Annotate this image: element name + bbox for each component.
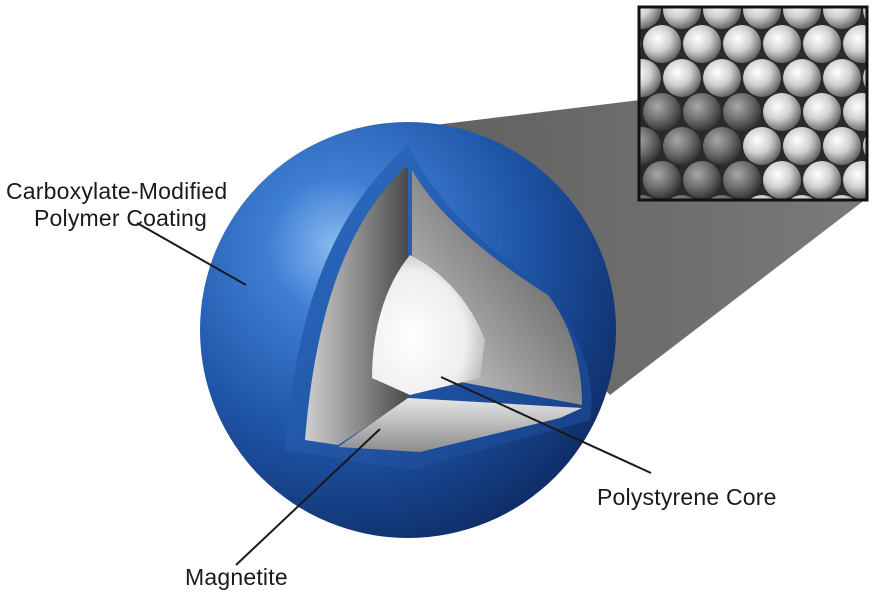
sem-bead	[803, 161, 841, 199]
sem-bead	[643, 25, 681, 63]
sem-bead	[803, 25, 841, 63]
sem-bead	[623, 59, 661, 97]
sem-bead	[583, 59, 621, 97]
sem-bead	[663, 59, 701, 97]
sem-bead	[603, 25, 641, 63]
coating-label: Carboxylate-Modified Polymer Coating	[6, 178, 227, 232]
sem-bead	[663, 127, 701, 165]
sem-bead	[703, 59, 741, 97]
sem-bead	[783, 59, 821, 97]
sem-bead	[823, 59, 861, 97]
sem-bead	[803, 93, 841, 131]
sem-bead	[643, 161, 681, 199]
sem-bead	[783, 127, 821, 165]
core-label: Polystyrene Core	[597, 484, 777, 511]
sem-bead	[763, 93, 801, 131]
sem-bead	[683, 25, 721, 63]
sem-bead	[723, 161, 761, 199]
sem-bead	[683, 161, 721, 199]
sem-bead	[583, 0, 621, 29]
sem-bead	[723, 25, 761, 63]
sem-bead	[743, 59, 781, 97]
sem-bead	[823, 127, 861, 165]
sem-bead	[703, 127, 741, 165]
sem-bead	[743, 127, 781, 165]
coating-label-line2: Polymer Coating	[6, 205, 227, 232]
sem-bead	[763, 161, 801, 199]
magnetite-label: Magnetite	[185, 564, 288, 591]
sem-bead	[723, 93, 761, 131]
sem-bead	[763, 25, 801, 63]
sem-bead	[683, 93, 721, 131]
sem-bead	[643, 93, 681, 131]
coating-label-line1: Carboxylate-Modified	[6, 178, 227, 205]
